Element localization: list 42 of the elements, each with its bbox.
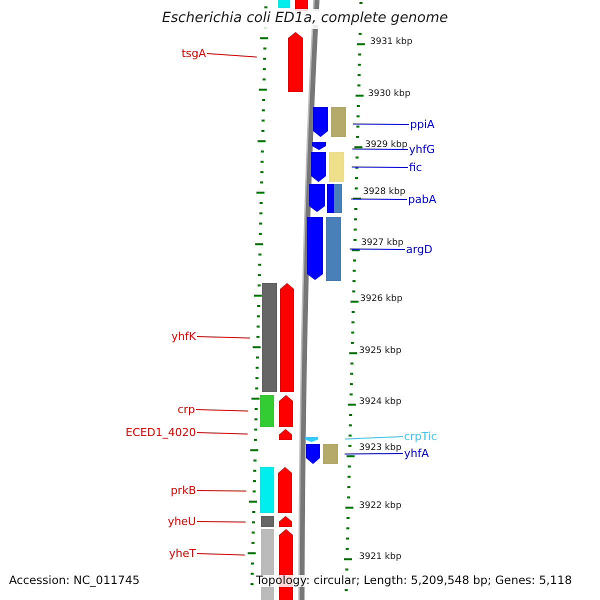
footer-text: Topology: circular; Length: 5,209,548 bp; Genes: 5,118 [256,575,572,586]
scale-label: 3929 kbp [365,141,408,150]
leader-line [352,148,408,150]
leader-line [196,553,246,556]
footer-text: Accession: NC_011745 [9,575,140,586]
leader-line [352,124,410,125]
scale-label: 3922 kbp [359,502,402,511]
scale-label: 3930 kbp [368,90,410,99]
leader-line [196,336,250,338]
gene-label: yheT [169,548,196,559]
gene-label: crpTic [404,431,438,442]
gene-label: fic [409,162,422,173]
leader-line [344,436,404,440]
leader-line [196,409,249,412]
leader-line [196,432,248,434]
scale-label: 3921 kbp [359,553,402,562]
gene-label: ECED1_4020 [125,427,196,438]
leader-line [351,166,408,168]
gene-label: prkB [170,485,196,496]
gene-label: yhfA [404,448,429,459]
gene-label: yheU [168,516,196,527]
gene-label: ppiA [410,119,435,130]
gene-label: crp [177,404,195,415]
leader-line [349,248,406,250]
leader-line [350,198,408,200]
gene-label: tsgA [181,48,206,59]
scale-label: 3926 kbp [360,295,402,304]
scale-label: 3931 kbp [370,38,412,47]
scale-label: 3927 kbp [361,239,404,248]
scale-label: 3928 kbp [363,188,406,197]
leader-line [206,53,258,58]
leader-line [196,521,246,522]
gene-label: yhfK [171,331,196,342]
scale-label: 3923 kbp [359,444,402,453]
leader-line [196,490,247,492]
gene-label: argD [406,244,433,255]
diagram-title: Escherichia coli ED1a, complete genome [162,11,448,25]
scale-label: 3924 kbp [359,398,402,407]
gene-label: pabA [408,194,436,205]
gene-label: yhfG [409,144,435,155]
scale-label: 3925 kbp [359,347,402,356]
leader-line [344,453,404,454]
